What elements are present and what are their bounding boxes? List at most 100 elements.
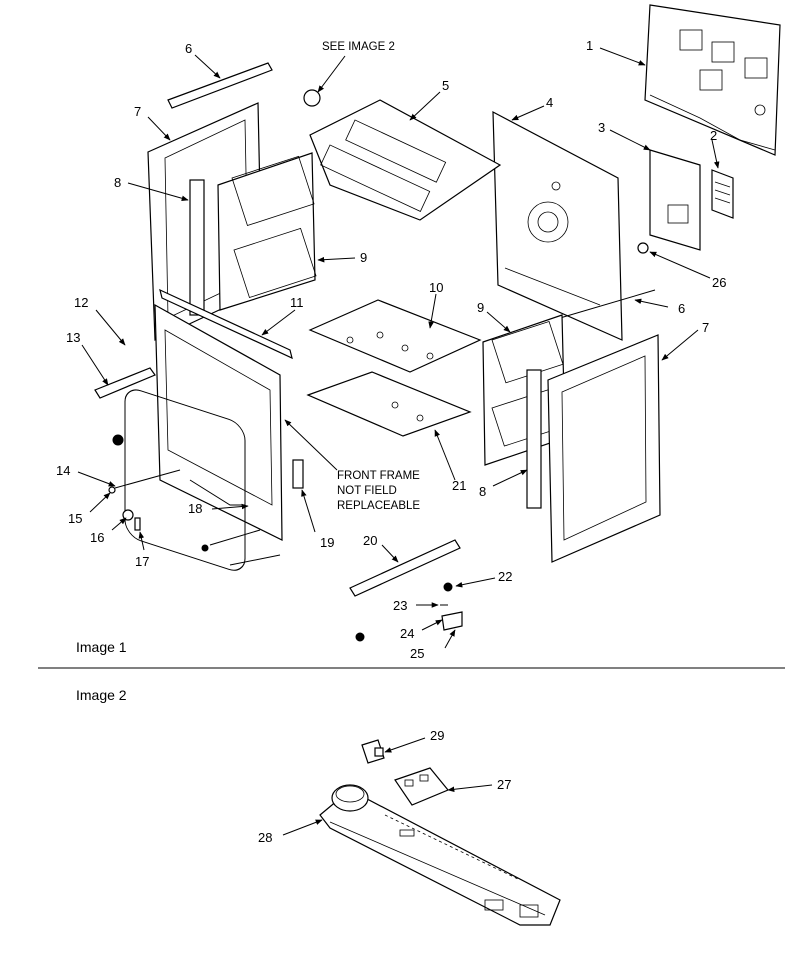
callout-19: 19: [301, 489, 334, 550]
part-3-side-bracket: [649, 149, 701, 251]
svg-text:21: 21: [452, 478, 466, 493]
svg-text:3: 3: [598, 120, 605, 135]
image1-caption: Image 1: [76, 639, 127, 655]
part-27-control-board: [394, 767, 449, 806]
callout-6-top: 6: [185, 41, 221, 79]
part-11-front-bar: [159, 288, 293, 360]
part-13-bar: [94, 367, 156, 399]
part-28-thermostat: [331, 784, 369, 812]
parts-23-24-25-hardware: [440, 604, 463, 631]
svg-text:6: 6: [185, 41, 192, 56]
callout-10: 10: [428, 280, 443, 329]
part-8-left-strip: [189, 179, 205, 316]
callout-20: 20: [363, 533, 399, 563]
image2-callouts: 27 28 29: [258, 728, 511, 845]
callout-23: 23: [393, 598, 439, 613]
image1-callouts: 1 2 3 4 5 6 6 7: [56, 38, 726, 661]
part-10-bottom-tray: [308, 299, 482, 373]
svg-text:15: 15: [68, 511, 82, 526]
callout-24: 24: [400, 619, 443, 641]
part-2-louver-panel: [711, 169, 734, 219]
front-frame: [154, 303, 283, 541]
svg-text:16: 16: [90, 530, 104, 545]
svg-text:22: 22: [498, 569, 512, 584]
callout-22: 22: [455, 569, 512, 588]
callout-7-left: 7: [134, 104, 171, 141]
image2-caption: Image 2: [76, 687, 127, 703]
svg-text:13: 13: [66, 330, 80, 345]
callout-9-right: 9: [477, 300, 511, 333]
callout-26: 26: [649, 251, 726, 290]
callout-15: 15: [68, 492, 111, 526]
svg-text:4: 4: [546, 95, 553, 110]
svg-text:7: 7: [134, 104, 141, 119]
svg-text:12: 12: [74, 295, 88, 310]
callout-6-right: 6: [634, 298, 685, 316]
callout-4: 4: [511, 95, 553, 121]
callout-16: 16: [90, 517, 127, 545]
part-4-rear-panel: [492, 110, 623, 341]
svg-text:FRONT FRAME: FRONT FRAME: [337, 470, 420, 482]
note-see-image-2: SEE IMAGE 2: [317, 41, 395, 93]
svg-text:27: 27: [497, 777, 511, 792]
svg-text:9: 9: [477, 300, 484, 315]
svg-text:17: 17: [135, 554, 149, 569]
note-front-frame: FRONT FRAME NOT FIELD REPLACEABLE: [284, 419, 420, 512]
svg-text:28: 28: [258, 830, 272, 845]
svg-text:6: 6: [678, 301, 685, 316]
callout-25: 25: [410, 629, 456, 661]
svg-text:14: 14: [56, 463, 70, 478]
part-8-right-strip: [526, 369, 542, 509]
part-6-right-rod: [559, 289, 656, 319]
image1-parts: [94, 4, 781, 642]
callout-9-left: 9: [317, 250, 367, 265]
callout-13: 13: [66, 330, 109, 386]
screws: [112, 434, 453, 642]
callout-17: 17: [135, 531, 149, 569]
callout-2: 2: [710, 128, 720, 169]
callout-8-right: 8: [479, 469, 528, 499]
svg-text:7: 7: [702, 320, 709, 335]
svg-text:9: 9: [360, 250, 367, 265]
part-26-fitting: [637, 242, 649, 254]
callout-11: 11: [261, 295, 304, 336]
svg-text:25: 25: [410, 646, 424, 661]
callout-28: 28: [258, 819, 323, 845]
svg-text:10: 10: [429, 280, 443, 295]
svg-text:18: 18: [188, 501, 202, 516]
svg-text:11: 11: [290, 295, 304, 310]
svg-text:8: 8: [479, 484, 486, 499]
svg-text:2: 2: [710, 128, 717, 143]
part-19-latch: [292, 459, 304, 489]
svg-text:SEE IMAGE 2: SEE IMAGE 2: [322, 41, 395, 53]
callout-1: 1: [586, 38, 646, 66]
svg-text:REPLACEABLE: REPLACEABLE: [337, 500, 420, 512]
callout-14: 14: [56, 463, 116, 487]
callout-8-left: 8: [114, 175, 189, 201]
svg-text:23: 23: [393, 598, 407, 613]
svg-text:8: 8: [114, 175, 121, 190]
part-14-hinge-rod: [114, 469, 181, 489]
callout-21: 21: [434, 429, 466, 493]
callout-27: 27: [447, 777, 511, 793]
svg-text:29: 29: [430, 728, 444, 743]
callout-18: 18: [188, 501, 249, 516]
part-20-slide-rail: [349, 539, 461, 597]
part-6-top-trim: [167, 62, 273, 109]
svg-text:NOT FIELD: NOT FIELD: [337, 485, 397, 497]
part-5-top-panel: [303, 89, 502, 221]
svg-text:20: 20: [363, 533, 377, 548]
part-9-left-insulation: [217, 152, 317, 311]
callout-3: 3: [598, 120, 651, 151]
part-12-gasket: [124, 389, 246, 571]
part-1-back-panel: [644, 4, 781, 156]
part-7-right-side-panel: [547, 334, 661, 563]
callout-7-right: 7: [661, 320, 709, 361]
parts-15-16-17-hardware: [108, 486, 141, 531]
callout-5: 5: [409, 78, 449, 121]
part-21-lower-tray: [306, 371, 472, 437]
svg-text:1: 1: [586, 38, 593, 53]
part-18-brackets: [189, 479, 281, 566]
svg-text:26: 26: [712, 275, 726, 290]
